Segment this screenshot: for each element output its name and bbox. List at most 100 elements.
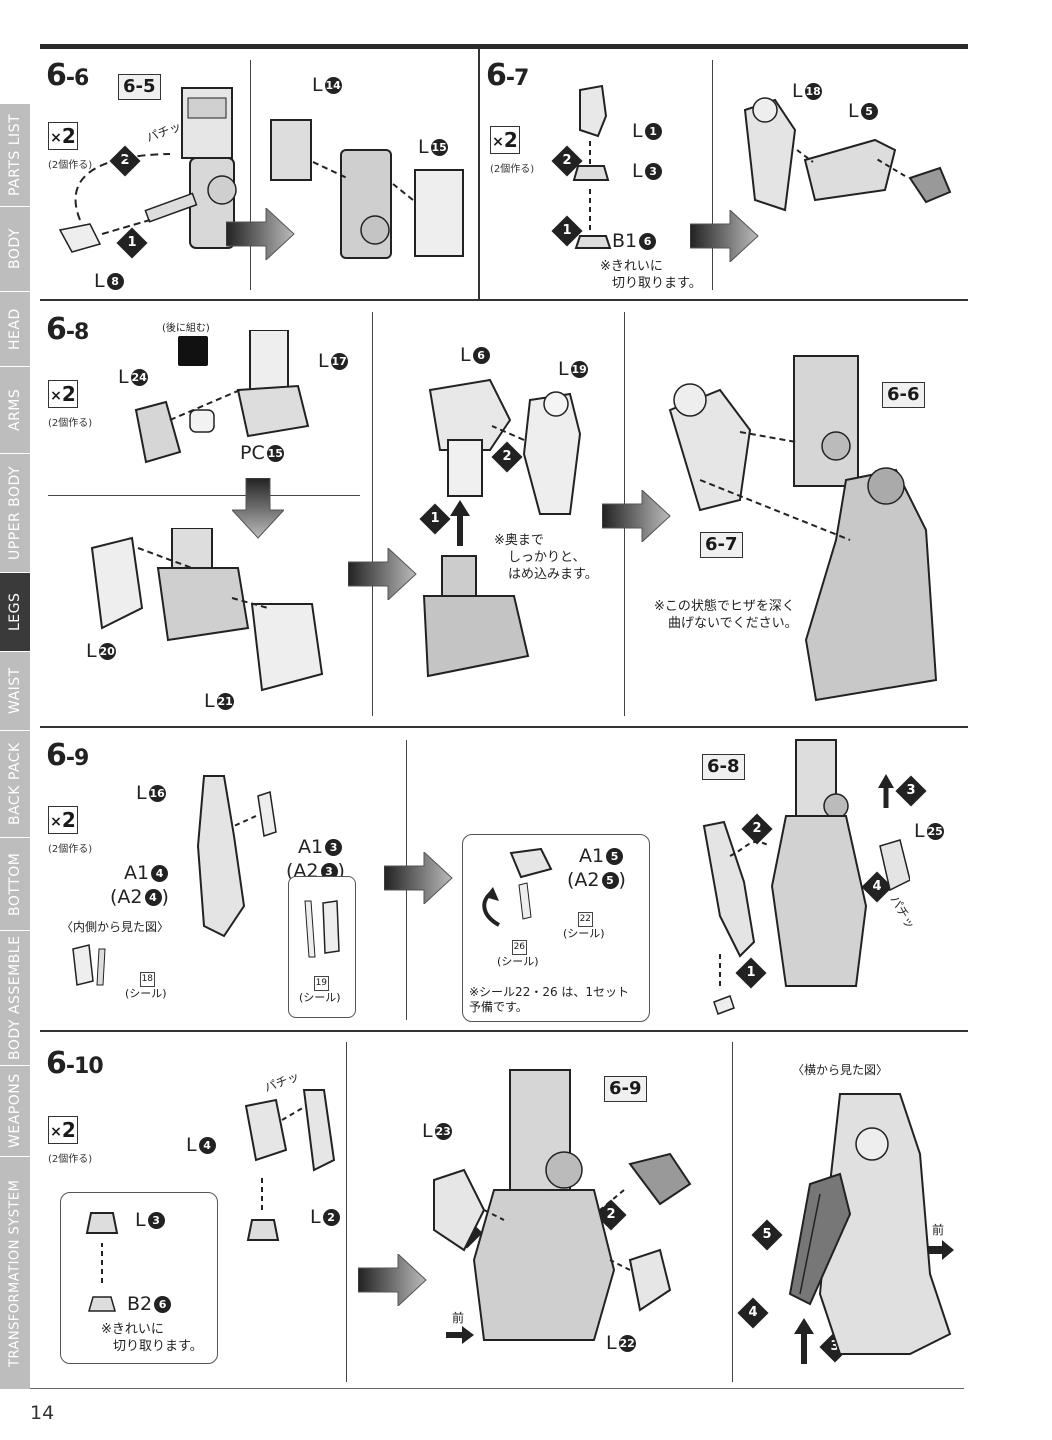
calf-frame-illustration — [196, 775, 277, 938]
seal-19-panel: 19(シール) — [288, 876, 356, 1018]
divider-row-1 — [40, 299, 968, 301]
tab-arms[interactable]: ARMS — [0, 367, 30, 454]
quantity-x2-badge: ×2 — [490, 126, 520, 154]
tab-body[interactable]: BODY — [0, 207, 30, 292]
divider-6-6-6-7 — [478, 49, 480, 299]
next-arrow-icon — [384, 852, 453, 904]
divider-6-7-sub — [712, 60, 713, 290]
leg-foot-assembly-illustration — [433, 1069, 692, 1341]
tab-upper-body[interactable]: UPPER BODY — [0, 454, 30, 573]
side-view-caption: 〈横から見た図〉 — [792, 1063, 889, 1077]
seal-18: 18(シール) — [125, 972, 167, 1000]
step-6-10-title: 6-10 — [46, 1046, 104, 1081]
lower-leg-subparts-illustration — [134, 330, 310, 464]
side-view-foot-illustration — [788, 1093, 952, 1364]
inner-view-caption: 〈内側から見た図〉 — [61, 920, 170, 934]
divider-6-8-inner — [48, 495, 360, 496]
inner-piece-illustration — [72, 944, 106, 986]
page-number: 14 — [30, 1402, 55, 1424]
down-arrow-icon — [232, 478, 284, 539]
ref-6-6: 6-6 — [882, 382, 925, 408]
tab-waist[interactable]: WAIST — [0, 652, 30, 731]
step-6-7-title: 6-7 — [486, 58, 529, 93]
knee-assembly-illustration — [743, 97, 952, 212]
tab-parts-list[interactable]: PARTS LIST — [0, 104, 30, 207]
full-leg-assembly-illustration — [668, 355, 938, 702]
tab-legs[interactable]: LEGS — [0, 573, 30, 652]
divider-6-10-b — [732, 1042, 733, 1382]
ref-6-5: 6-5 — [118, 74, 161, 100]
spare-seal-note: ※シール22・26 は、1セット予備です。 — [469, 985, 630, 1014]
leg-part-assembly-illustration — [58, 87, 237, 253]
divider-6-10-a — [346, 1042, 347, 1382]
step-6-9-title: 6-9 — [46, 738, 89, 773]
front-arrow-icon — [926, 1240, 954, 1260]
ref-6-9: 6-9 — [604, 1076, 647, 1102]
assemble-later-note: (後に組む) — [162, 323, 210, 334]
do-not-bend-knee-note: ※この状態でヒザを深く曲げないでください。 — [654, 599, 798, 631]
ankle-parts-illustration — [244, 1089, 336, 1241]
later-assembly-marker-icon — [178, 336, 208, 366]
tab-body-assemble[interactable]: BODY ASSEMBLE — [0, 931, 30, 1066]
front-direction-label: 前 — [452, 1311, 465, 1325]
lower-leg-armor-illustration — [90, 528, 324, 692]
seal-26: 26(シール) — [497, 940, 539, 968]
quantity-x2-badge: ×2 — [48, 1116, 78, 1144]
front-direction-label: 前 — [932, 1223, 945, 1237]
divider-6-8-a — [372, 312, 373, 716]
quantity-x2-badge: ×2 — [48, 122, 78, 150]
step-6-8-title: 6-8 — [46, 312, 89, 347]
quantity-note: (2個作る) — [48, 844, 93, 855]
bottom-rule — [30, 1388, 964, 1389]
top-rule — [40, 44, 968, 49]
tab-transformation-system[interactable]: TRANSFORMATION SYSTEM — [0, 1157, 30, 1390]
cut-clean-note: ※きれいに切り取ります。 — [101, 1322, 203, 1354]
quantity-note: (2個作る) — [48, 418, 93, 429]
joint-cap-illustration — [85, 1212, 119, 1312]
tab-bottom[interactable]: BOTTOM — [0, 838, 30, 931]
next-arrow-icon — [226, 208, 295, 260]
quantity-note: (2個作る) — [490, 164, 535, 175]
tab-back-pack[interactable]: BACK PACK — [0, 731, 30, 838]
cut-clean-note: ※きれいに切り取ります。 — [600, 259, 702, 291]
seal-shape-illustration — [304, 900, 340, 958]
step-6-6-title: 6-6 — [46, 58, 89, 93]
foot-piece-illustration — [482, 847, 553, 927]
inner-view-panel: 〈内側から見た図〉 18(シール) — [60, 918, 182, 1020]
next-arrow-icon — [602, 490, 671, 542]
tab-head[interactable]: HEAD — [0, 292, 30, 367]
next-arrow-icon — [690, 210, 759, 262]
seal-22: 22(シール) — [563, 912, 605, 940]
leg-with-calf-armor-illustration — [702, 739, 910, 1015]
front-arrow-icon — [446, 1326, 474, 1344]
tab-weapons[interactable]: WEAPONS — [0, 1066, 30, 1157]
quantity-note: (2個作る) — [48, 1154, 93, 1165]
next-arrow-icon — [358, 1254, 427, 1306]
divider-row-3 — [40, 1030, 968, 1032]
knee-joint-parts-illustration — [572, 84, 612, 249]
quantity-x2-badge: ×2 — [48, 380, 78, 408]
